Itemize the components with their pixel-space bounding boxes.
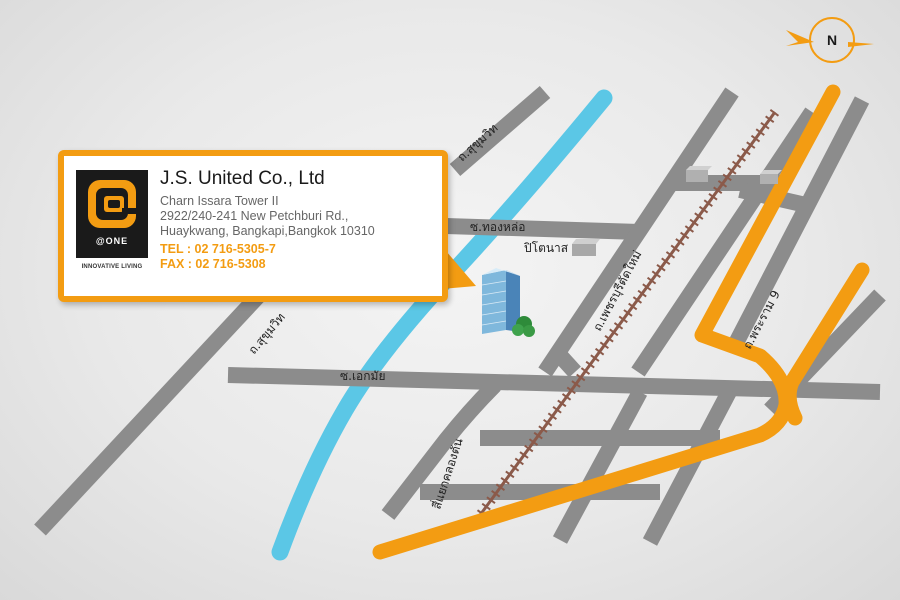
fax: FAX : 02 716-5308 xyxy=(160,257,266,271)
logo-tagline: INNOVATIVE LIVING xyxy=(81,264,143,270)
label-sukhumvit-bottom: ถ.สุขุมวิท xyxy=(246,310,289,357)
address-line-2: 2922/240-241 New Petchburi Rd., xyxy=(160,209,349,223)
label-thonglor: ซ.ทองหล่อ xyxy=(470,220,525,234)
pitinas-building xyxy=(572,239,600,256)
tree xyxy=(512,316,535,337)
road-west-link xyxy=(549,344,581,378)
road-petchburi-b xyxy=(631,107,819,377)
road-sukhumvit-top xyxy=(449,85,551,177)
road-petchburi-a xyxy=(538,87,739,377)
small-building-2 xyxy=(760,170,782,184)
address-line-1: Charn Issara Tower II xyxy=(160,194,279,208)
logo-brand: @ONE xyxy=(95,236,129,246)
road-ekkamai xyxy=(227,367,881,400)
small-building-1 xyxy=(686,166,712,182)
railway xyxy=(470,109,780,525)
at-symbol-icon xyxy=(88,180,136,228)
compass: N xyxy=(784,16,876,76)
expressway-east xyxy=(781,262,870,426)
logo-box: @ONE xyxy=(76,170,148,258)
road-network xyxy=(34,85,886,546)
road-klongtan xyxy=(381,379,501,520)
company-details: J.S. United Co., Ltd Charn Issara Tower … xyxy=(160,168,430,272)
company-info-card: @ONE INNOVATIVE LIVING J.S. United Co., … xyxy=(58,150,448,302)
telephone: TEL : 02 716-5305-7 xyxy=(160,242,276,256)
road-sukhumvit-main xyxy=(34,286,268,536)
company-name: J.S. United Co., Ltd xyxy=(160,168,325,189)
address-line-3: Huaykwang, Bangkapi,Bangkok 10310 xyxy=(160,224,375,238)
expressway-network xyxy=(372,84,870,560)
label-pitinas: ปิโตนาส xyxy=(523,241,568,255)
road-south-2 xyxy=(642,386,738,546)
label-ekkamai: ซ.เอกมัย xyxy=(340,369,385,383)
road-south-1 xyxy=(552,388,648,544)
canal xyxy=(271,89,613,561)
road-rama9-grey xyxy=(727,96,870,349)
company-logo: @ONE INNOVATIVE LIVING xyxy=(76,170,148,280)
compass-arrow-icon xyxy=(786,17,874,63)
compass-north-label: N xyxy=(826,32,838,48)
road-thonglor xyxy=(445,218,641,240)
office-tower xyxy=(481,268,520,334)
